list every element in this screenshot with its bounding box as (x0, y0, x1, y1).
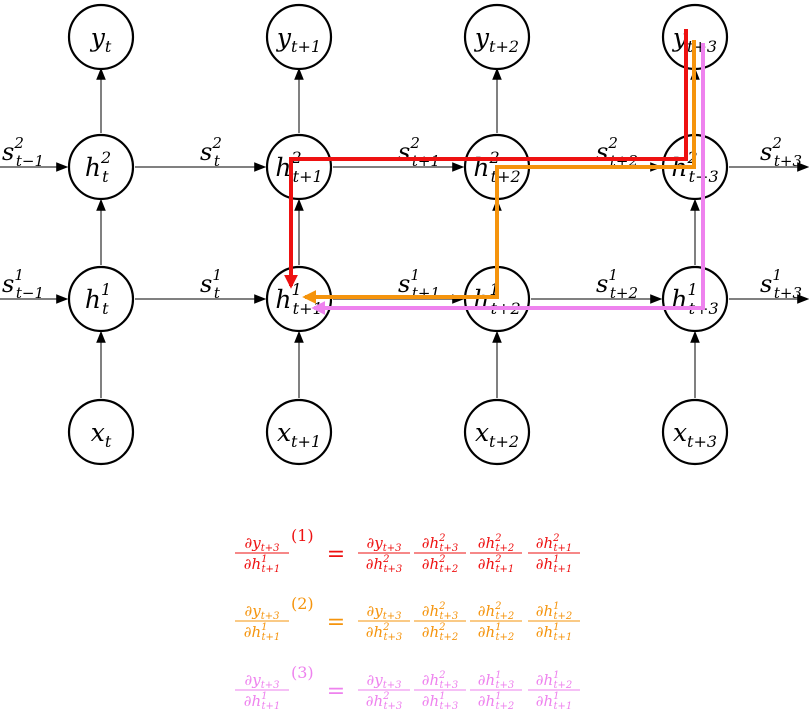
svg-text:yt: yt (90, 23, 112, 56)
svg-text:h1t: h1t (85, 280, 111, 318)
equation-1-factor-1-numerator: ∂yt+3 (367, 534, 402, 554)
equation-3-lhs-numerator: ∂yt+3 (245, 671, 280, 691)
equation-3-factor-1-numerator: ∂yt+3 (367, 671, 402, 691)
equation-2-factor-1-numerator: ∂yt+3 (367, 602, 402, 622)
node-x-t: xt (67, 398, 135, 466)
svg-text:xt+1: xt+1 (277, 418, 321, 451)
node-y-t2: yt+2 (463, 3, 531, 71)
equation-1-equals: = (327, 542, 345, 567)
gradient-paths (284, 29, 705, 315)
equation-2-exponent: (2) (291, 594, 314, 613)
svg-text:yt+1: yt+1 (276, 23, 321, 56)
node-x-t2: xt+2 (463, 398, 531, 466)
gradient-path-3 (311, 43, 705, 315)
svg-text:xt+3: xt+3 (673, 418, 717, 451)
gradient-path-2 (302, 40, 696, 304)
equation-3-equals: = (327, 679, 345, 704)
svg-text:xt+2: xt+2 (475, 418, 519, 451)
node-y-t1: yt+1 (265, 3, 333, 71)
equation-2-equals: = (327, 610, 345, 635)
node-x-t1: xt+1 (265, 398, 333, 466)
equation-2-lhs-numerator: ∂yt+3 (245, 602, 280, 622)
equation-1-exponent: (1) (291, 526, 314, 545)
svg-text:yt+2: yt+2 (474, 23, 519, 56)
svg-text:xt: xt (91, 418, 112, 451)
node-y-t: yt (67, 3, 135, 71)
svg-text:h2t: h2t (85, 148, 111, 186)
gradient-path-1 (284, 29, 688, 289)
equation-1-lhs-numerator: ∂yt+3 (245, 534, 280, 554)
node-x-t3: xt+3 (661, 398, 729, 466)
equation-3-exponent: (3) (291, 663, 314, 682)
